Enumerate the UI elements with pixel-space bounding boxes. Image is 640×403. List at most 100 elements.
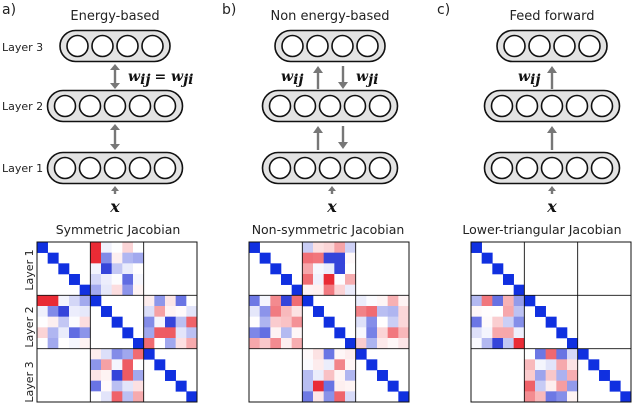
- jacobian-cell: [259, 327, 271, 339]
- jacobian-cell: [291, 316, 303, 328]
- layer-pill-body: [59, 29, 171, 63]
- jacobian-cell: [345, 252, 356, 264]
- jacobian-cell: [567, 348, 578, 360]
- jacobian-diagonal-cell: [79, 284, 91, 296]
- jacobian-cell: [154, 316, 166, 328]
- jacobian-cell: [133, 284, 144, 296]
- jacobian-cell: [302, 263, 314, 275]
- jacobian-cell: [122, 284, 134, 296]
- down-arrow-2-1: [338, 126, 348, 149]
- jacobian-cell: [313, 242, 324, 253]
- jacobian-cell: [133, 263, 144, 275]
- panel-a: a) Energy-based Layer 3 Layer 2 Layer 1 …: [2, 2, 198, 403]
- jacobian-cell: [355, 338, 367, 349]
- jacobian-cell: [323, 370, 335, 381]
- jacobian-diagonal-cell: [513, 284, 525, 296]
- jacobian-cell: [567, 380, 578, 392]
- jacobian-diagonal-cell: [599, 370, 610, 381]
- jacobian-cell: [567, 391, 578, 403]
- jacobian-cell: [377, 295, 388, 307]
- layer-1-neurons-b: [261, 151, 399, 185]
- neuron: [318, 94, 342, 118]
- jacobian-cell: [535, 359, 546, 371]
- input-x-label-b: x: [326, 197, 337, 216]
- jacobian-cell: [334, 284, 346, 296]
- neuron: [116, 34, 139, 58]
- jacobian-cell: [101, 359, 112, 371]
- jacobian-cell: [259, 306, 271, 317]
- neuron: [53, 94, 77, 118]
- jacobian-cell: [567, 370, 578, 381]
- jacobian-cell: [37, 295, 48, 307]
- neuron: [306, 34, 329, 58]
- neuron: [268, 94, 292, 118]
- jacobian-cell: [79, 316, 91, 328]
- jacobian-b-title: Non-symmetric Jacobian: [252, 222, 405, 237]
- neuron: [343, 94, 367, 118]
- layer-3-neurons-c: [496, 29, 608, 63]
- jacobian-cell: [47, 316, 59, 328]
- jacobian-cell: [90, 274, 102, 285]
- jacobian-cell: [133, 391, 144, 403]
- jacobian-cell: [133, 380, 144, 392]
- jacobian-cell: [323, 380, 335, 392]
- jacobian-cell: [47, 306, 59, 317]
- jacobian-cell: [101, 284, 112, 296]
- jacobian-cell: [355, 306, 367, 317]
- jacobian-cell: [545, 380, 557, 392]
- jacobian-diagonal-cell: [165, 370, 176, 381]
- neuron: [356, 34, 379, 58]
- jacobian-cell: [334, 252, 346, 264]
- jacobian-cell: [398, 295, 410, 307]
- jacobian-cell: [323, 348, 335, 360]
- jacobian-cell: [513, 327, 525, 339]
- jacobian-cell: [111, 359, 123, 371]
- jacobian-cell: [259, 316, 271, 328]
- neuron: [368, 94, 392, 118]
- jacobian-diagonal-cell: [90, 295, 102, 307]
- jacobian-cell: [270, 327, 282, 339]
- jacobian-cell: [133, 370, 144, 381]
- jacobian-cell: [313, 274, 324, 285]
- jacobian-cell: [122, 263, 134, 275]
- jacobian-diagonal-cell: [366, 359, 378, 371]
- jacobian-diagonal-cell: [398, 391, 410, 403]
- jacobian-cell: [47, 338, 59, 349]
- jacobian-cell: [175, 306, 187, 317]
- panel-a-letter: a): [2, 2, 16, 18]
- jacobian-cell: [355, 327, 367, 339]
- jacobian-cell: [481, 327, 493, 339]
- jacobian-cell: [366, 327, 378, 339]
- jacobian-cell: [503, 295, 514, 307]
- neuron: [128, 94, 152, 118]
- jacobian-cell: [69, 306, 80, 317]
- jacobian-heatmap-symmetric: [36, 241, 198, 403]
- jacobian-cell: [175, 316, 187, 328]
- neuron: [318, 156, 342, 180]
- jacobian-cell: [249, 295, 260, 307]
- jacobian-cell: [101, 391, 112, 403]
- jacobian-cell: [186, 338, 198, 349]
- jacobian-cell: [133, 274, 144, 285]
- jacobian-cell: [165, 306, 176, 317]
- neuron: [590, 94, 614, 118]
- layer-pill-body: [496, 29, 608, 63]
- jacobian-cell: [323, 359, 335, 371]
- weight-right-label: wji: [356, 69, 378, 88]
- jacobian-cell: [69, 338, 80, 349]
- jacobian-cell: [503, 306, 514, 317]
- up-arrow-1-2-c: [547, 126, 557, 150]
- jacobian-cell: [37, 338, 48, 349]
- neuron: [103, 94, 127, 118]
- neuron: [540, 156, 564, 180]
- jacobian-cell: [377, 306, 388, 317]
- jacobian-diagonal-cell: [313, 306, 324, 317]
- jacobian-cell: [545, 359, 557, 371]
- jacobian-cell: [111, 370, 123, 381]
- jacobian-cell: [313, 263, 324, 275]
- jacobian-cell: [535, 391, 546, 403]
- jacobian-cell: [345, 359, 356, 371]
- jacobian-cell: [492, 306, 504, 317]
- jacobian-cell: [323, 391, 335, 403]
